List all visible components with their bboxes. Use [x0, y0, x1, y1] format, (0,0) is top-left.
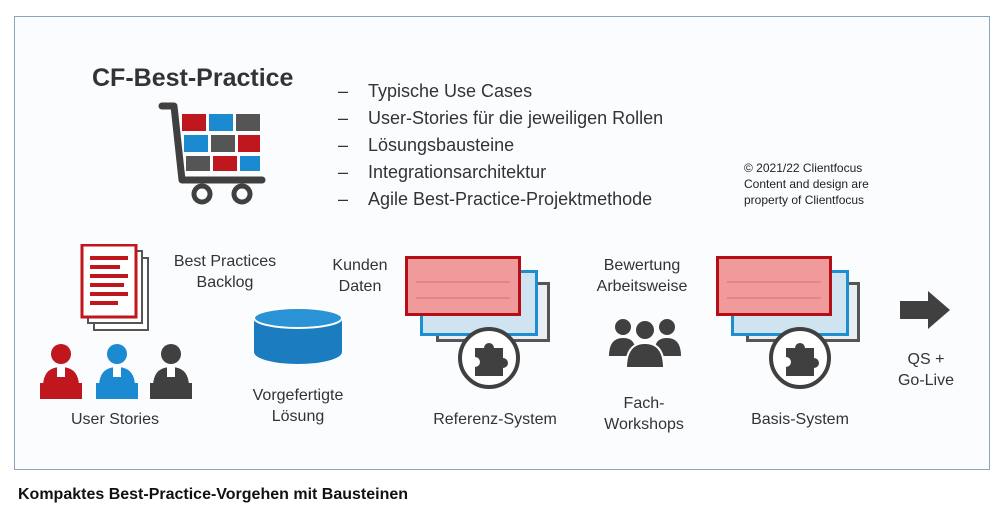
user-stories-label: User Stories	[70, 411, 160, 428]
figure-caption: Kompaktes Best-Practice-Vorgehen mit Bau…	[18, 486, 409, 503]
database-icon	[253, 307, 343, 364]
puzzle-icon	[458, 327, 520, 389]
backlog-label: Best Practices Backlog	[173, 253, 277, 291]
referenz-system-label: Referenz-System	[433, 411, 557, 428]
list-item: –Typische Use Cases	[338, 81, 533, 101]
user-dark-icon	[150, 344, 192, 399]
document-stack-icon	[80, 244, 149, 331]
basis-system-label: Basis-System	[751, 411, 849, 428]
puzzle-icon	[769, 327, 831, 389]
list-item: –Lösungsbausteine	[338, 135, 515, 155]
shopping-cart-icon	[158, 102, 266, 205]
list-item: –User-Stories für die jeweiligen Rollen	[338, 108, 664, 128]
vorgefertigte-loesung-label: Vorgefertigte Lösung	[252, 387, 344, 425]
bewertung-label: Bewertung Arbeitsweise	[596, 257, 688, 295]
fach-workshops-label: Fach- Workshops	[604, 395, 684, 433]
list-item: –Integrationsarchitektur	[338, 162, 547, 182]
page-title: CF-Best-Practice	[92, 64, 294, 92]
user-red-icon	[40, 344, 82, 399]
copyright-note: © 2021/22 Clientfocus Content and design…	[744, 161, 869, 207]
kunden-daten-label: Kunden Daten	[332, 257, 388, 295]
group-icon	[609, 319, 681, 368]
list-item: –Agile Best-Practice-Projektmethode	[338, 189, 653, 209]
feature-list: –Typische Use Cases –User-Stories für di…	[338, 80, 663, 215]
arrow-right-icon	[900, 291, 950, 329]
user-blue-icon	[96, 344, 138, 399]
qs-go-live-label: QS + Go-Live	[897, 351, 955, 389]
